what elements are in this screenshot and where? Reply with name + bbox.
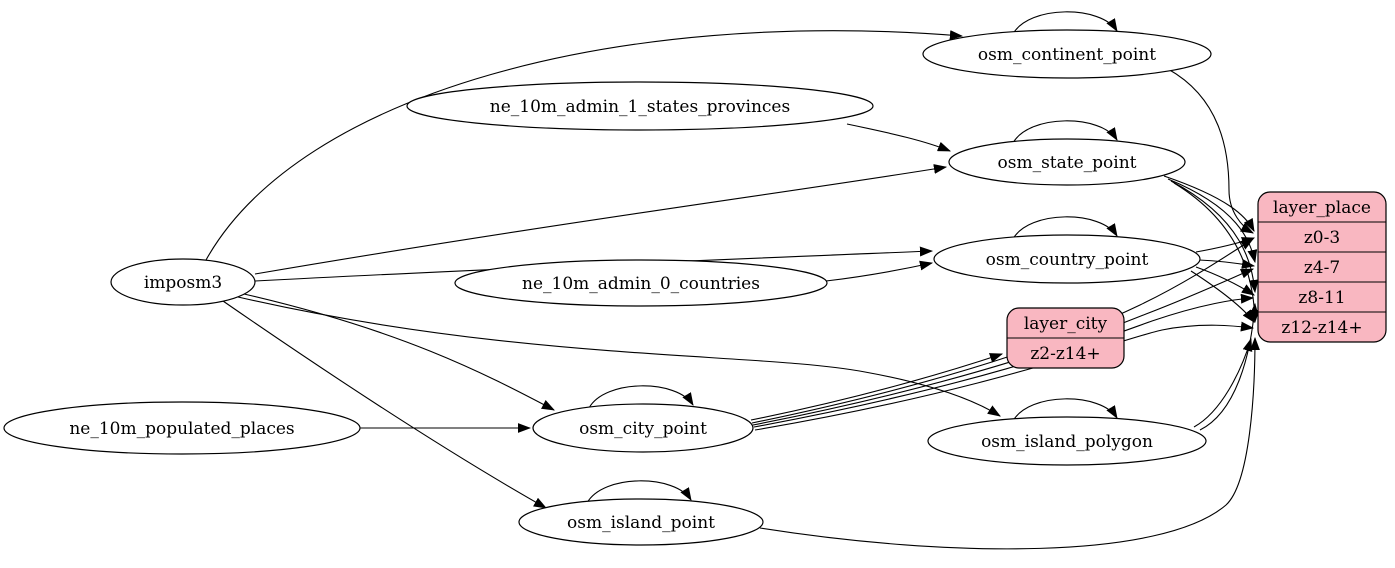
table-label: osm_city_point <box>579 419 707 439</box>
edge-osm_island_polygon-layer_place-z12-z14+ <box>1193 337 1253 428</box>
node-layer_place: layer_place z0-3 z4-7 z8-11 z12-z14+ <box>1257 191 1387 343</box>
node-osm_island_point: osm_island_point <box>518 498 764 546</box>
edge-osm_island_polygon-osm_island_polygon <box>1012 398 1118 422</box>
edge-ne_10m_admin_0_countries-osm_country_point <box>825 260 934 282</box>
table-label: osm_country_point <box>986 250 1149 270</box>
edge-osm_island_point-layer_place-z12-z14+ <box>759 336 1260 550</box>
edge-osm_island_point-osm_island_point <box>586 480 692 504</box>
node-osm_continent_point: osm_continent_point <box>922 29 1212 79</box>
table-ellipse <box>948 138 1186 186</box>
edge-imposm3-osm_city_point <box>243 293 555 411</box>
table-ellipse <box>518 498 764 546</box>
edge-osm_country_point-layer_place-z12-z14+ <box>1190 270 1255 323</box>
node-osm_country_point: osm_country_point <box>933 234 1201 284</box>
node-osm_state_point: osm_state_point <box>948 138 1186 186</box>
table-ellipse <box>933 234 1201 284</box>
layer-record-box <box>1257 191 1387 343</box>
node-imposm3: imposm3 <box>110 258 256 306</box>
edge-osm_state_point-layer_place-z8-11 <box>1170 180 1259 294</box>
nodes-group: imposm3 ne_10m_admin_1_states_provincesne… <box>3 29 1387 546</box>
edge-ne_10m_admin_1_states_provinces-osm_state_point <box>846 123 952 152</box>
table-ellipse <box>454 259 828 307</box>
node-ne_10m_populated_places: ne_10m_populated_places <box>3 401 361 455</box>
layer-title: layer_place <box>1273 198 1371 218</box>
table-label: osm_continent_point <box>978 45 1156 65</box>
edge-osm_state_point-layer_place-z4-7 <box>1167 178 1258 264</box>
edge-osm_state_point-osm_state_point <box>1012 120 1118 144</box>
layer-row-z8-11: z8-11 <box>1298 288 1345 308</box>
edge-osm_city_point-layer_city-z2-z14+ <box>750 353 1004 421</box>
node-osm_island_polygon: osm_island_polygon <box>927 416 1207 466</box>
table-label: ne_10m_admin_0_countries <box>522 274 760 294</box>
edge-osm_state_point-layer_place-z0-3 <box>1163 175 1255 232</box>
table-ellipse <box>406 81 874 131</box>
edge-osm_continent_point-layer_place-z0-3 <box>1167 68 1254 234</box>
node-osm_city_point: osm_city_point <box>532 403 754 453</box>
table-ellipse <box>532 403 754 453</box>
edge-imposm3-osm_island_polygon <box>237 296 1001 417</box>
layer-row-z0-3: z0-3 <box>1304 228 1340 248</box>
layer-row-z12-z14+: z12-z14+ <box>1281 318 1362 338</box>
table-label: imposm3 <box>144 273 222 293</box>
edge-osm_country_point-layer_place-z4-7 <box>1198 259 1256 269</box>
edge-osm_city_point-osm_city_point <box>588 385 694 409</box>
node-ne_10m_admin_0_countries: ne_10m_admin_0_countries <box>454 259 828 307</box>
edge-osm_island_polygon-layer_place-z8-11 <box>1199 302 1259 431</box>
table-label: osm_island_point <box>567 513 715 533</box>
node-layer_city: layer_city z2-z14+ <box>1006 307 1125 369</box>
layer-row-z2-z14+: z2-z14+ <box>1030 344 1100 364</box>
edge-imposm3-osm_state_point <box>254 164 948 275</box>
table-label: osm_island_polygon <box>981 432 1153 452</box>
edge-osm_country_point-osm_country_point <box>1012 216 1118 240</box>
table-label: ne_10m_populated_places <box>69 419 294 439</box>
edge-imposm3-osm_continent_point <box>205 30 964 261</box>
node-ne_10m_admin_1_states_provinces: ne_10m_admin_1_states_provinces <box>406 81 874 131</box>
layer-title: layer_city <box>1024 314 1108 334</box>
layer-row-z4-7: z4-7 <box>1304 258 1340 278</box>
table-ellipse <box>3 401 361 455</box>
table-ellipse <box>110 258 256 306</box>
edge-imposm3-osm_island_point <box>222 300 547 509</box>
table-ellipse <box>927 416 1207 466</box>
table-label: ne_10m_admin_1_states_provinces <box>490 97 790 117</box>
table-ellipse <box>922 29 1212 79</box>
table-label: osm_state_point <box>998 153 1137 173</box>
edge-osm_continent_point-osm_continent_point <box>1012 11 1118 35</box>
